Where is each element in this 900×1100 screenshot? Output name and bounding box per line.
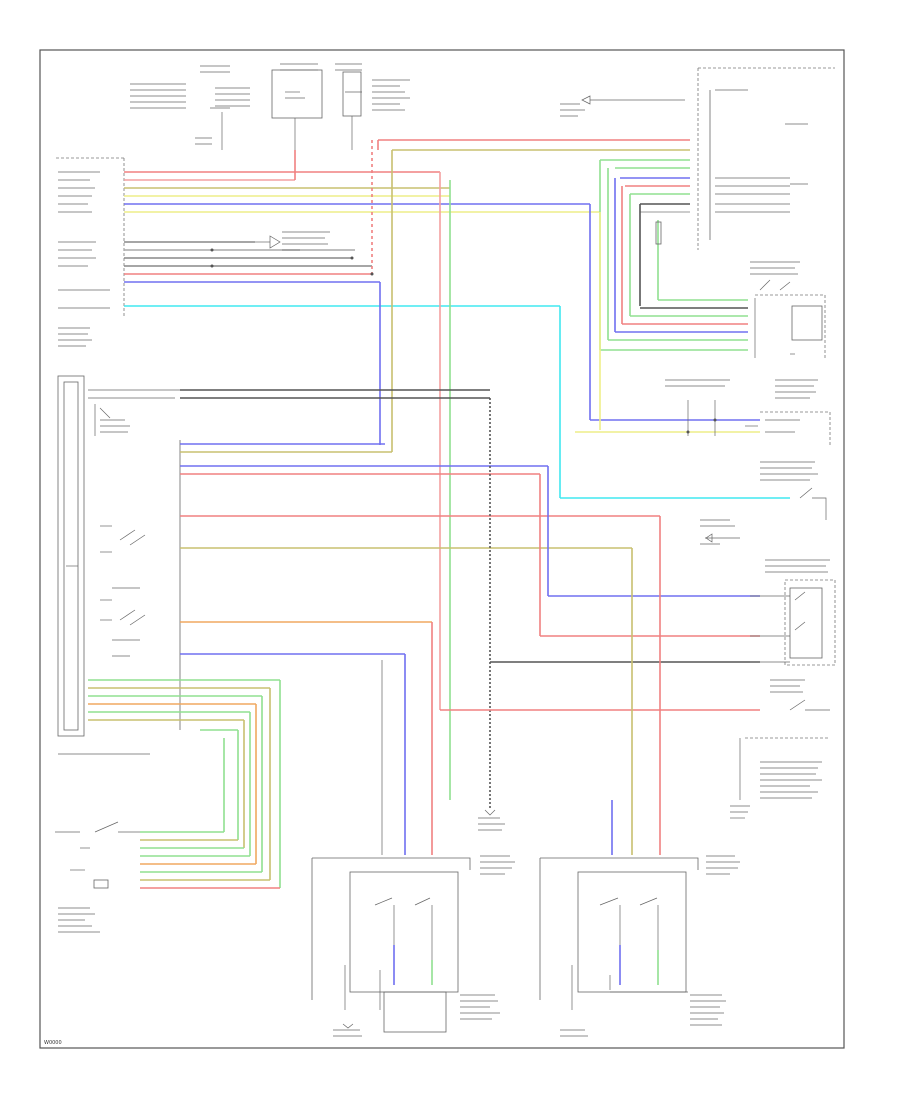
top-right-connector-wires	[378, 139, 808, 213]
left-rear-switch-body	[349, 871, 459, 993]
right-rear-switch-body	[577, 871, 687, 993]
right-door-lock-actuator-outline	[784, 579, 836, 666]
right-vertical-bundle	[599, 160, 748, 351]
body-module-pin-labels	[58, 171, 110, 347]
diagram-code: W0000	[44, 1040, 62, 1046]
top-right-connector-outline	[697, 67, 835, 250]
body-module-outline	[56, 157, 125, 318]
master-to-left-rear-bundle	[88, 679, 281, 889]
right-rear-switch-top	[540, 857, 699, 870]
fuse-box-center	[271, 69, 323, 119]
master-switch-wires	[180, 389, 660, 655]
diagram-frame	[39, 49, 845, 1049]
left-module-wires	[124, 171, 600, 307]
power-window-master-switch-body	[57, 375, 85, 737]
fuse-box-right	[342, 71, 362, 117]
left-rear-switch-top	[312, 857, 471, 870]
top-fuse-labels	[130, 65, 250, 145]
left-rear-window-switch	[55, 821, 140, 933]
right-front-window-switch-outline	[755, 294, 826, 360]
right-front-window-switch-motor	[791, 305, 823, 341]
